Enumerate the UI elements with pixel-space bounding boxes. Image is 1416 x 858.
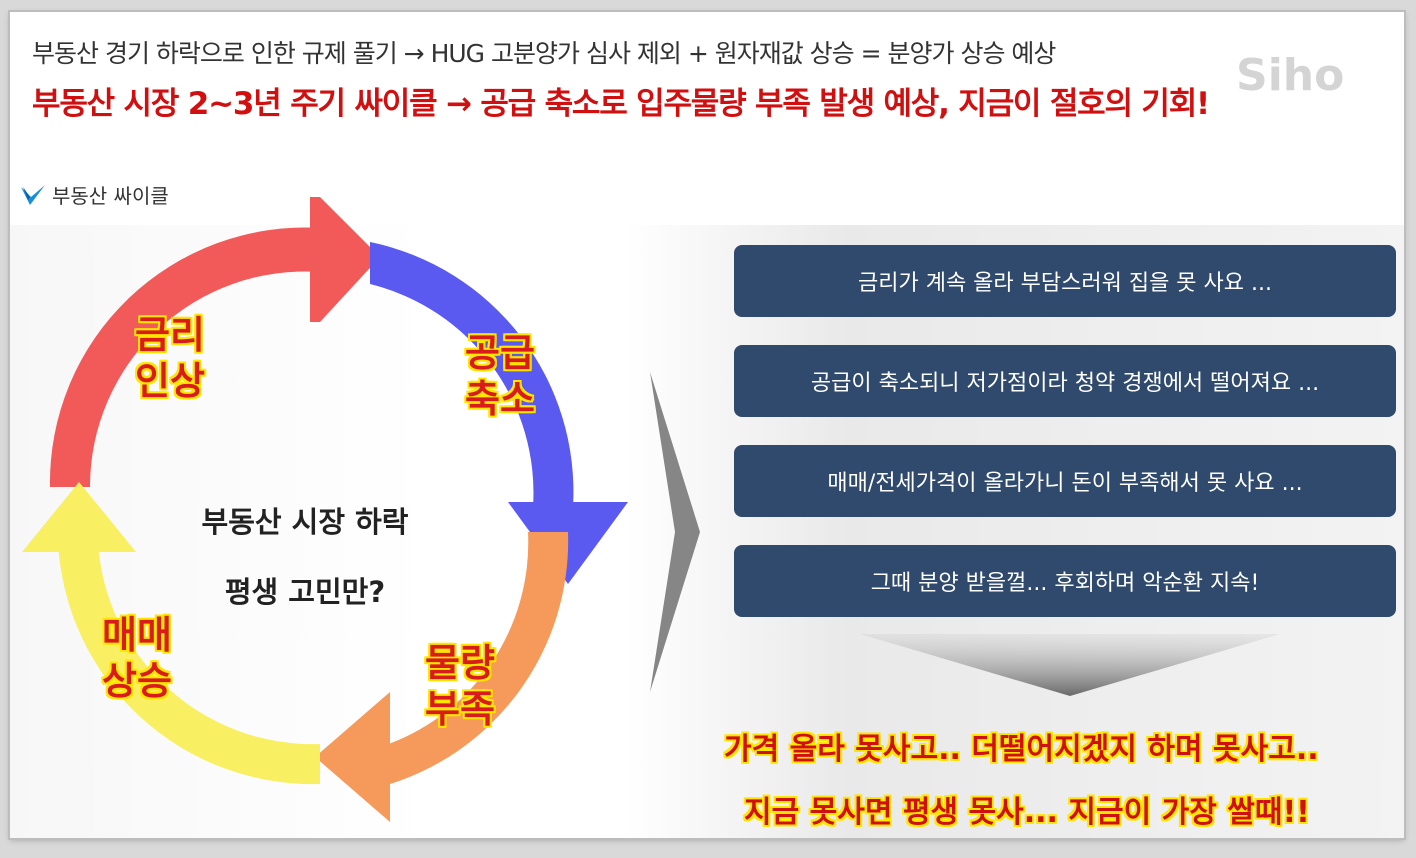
- section-label: 부동산 싸이클: [20, 180, 169, 209]
- cycle-segment-volume-shortage: [380, 532, 569, 787]
- segment-label-supply-cut-line2: 축소: [465, 377, 535, 421]
- checkmark-bird-icon: [21, 184, 45, 205]
- cycle-center-line2: 평생 고민만?: [224, 575, 386, 609]
- chevron-right-icon: [650, 372, 700, 692]
- segment-label-rate-hike-line1: 금리: [135, 313, 205, 357]
- arrowhead-rate-hike: [310, 197, 380, 322]
- segment-label-supply-cut-line1: 공급: [465, 331, 535, 375]
- segment-label-volume-shortage: 물량 부족: [425, 640, 495, 732]
- down-arrow-icon: [860, 634, 1280, 696]
- watermark: Siho: [1236, 50, 1345, 101]
- conclusion-line-2: 지금 못사면 평생 못사... 지금이 가장 쌀때!!: [744, 795, 1310, 830]
- segment-label-rate-hike: 금리 인상: [135, 312, 205, 404]
- headline-main: 부동산 시장 2~3년 주기 싸이클 → 공급 축소로 입주물량 부족 발생 예…: [32, 86, 1210, 122]
- segment-label-rate-hike-line2: 인상: [135, 359, 205, 403]
- arrowhead-price-rise: [22, 482, 136, 552]
- headline-context: 부동산 경기 하락으로 인한 규제 풀기 → HUG 고분양가 심사 제외 + …: [32, 39, 1056, 68]
- statement-box-3: 매매/전세가격이 올라가니 돈이 부족해서 못 사요 ...: [734, 445, 1396, 517]
- cycle-center-question: 부동산 시장 하락 평생 고민만?: [160, 487, 450, 627]
- section-label-text: 부동산 싸이클: [52, 184, 169, 208]
- segment-label-volume-shortage-line1: 물량: [425, 641, 495, 685]
- segment-label-price-rise-line2: 상승: [102, 659, 172, 703]
- arrowhead-volume-shortage: [315, 692, 390, 822]
- statement-box-2: 공급이 축소되니 저가점이라 청약 경쟁에서 떨어져요 ...: [734, 345, 1396, 417]
- segment-label-volume-shortage-line2: 부족: [425, 687, 495, 731]
- conclusion-line-1: 가격 올라 못사고.. 더떨어지겠지 하며 못사고..: [724, 732, 1319, 767]
- cycle-segment-supply-cut: [370, 242, 574, 507]
- cycle-segment-rate-hike: [49, 227, 321, 487]
- segment-label-price-rise-line1: 매매: [102, 613, 172, 657]
- segment-label-supply-cut: 공급 축소: [465, 330, 535, 422]
- statement-box-4: 그때 분양 받을껄... 후회하며 악순환 지속!: [734, 545, 1396, 617]
- statement-box-1: 금리가 계속 올라 부담스러워 집을 못 사요 ...: [734, 245, 1396, 317]
- cycle-segment-price-rise: [58, 542, 320, 785]
- cycle-diagram: [22, 197, 700, 822]
- slide-frame: 부동산 경기 하락으로 인한 규제 풀기 → HUG 고분양가 심사 제외 + …: [10, 12, 1404, 838]
- segment-label-price-rise: 매매 상승: [102, 612, 172, 704]
- cycle-center-line1: 부동산 시장 하락: [201, 505, 409, 539]
